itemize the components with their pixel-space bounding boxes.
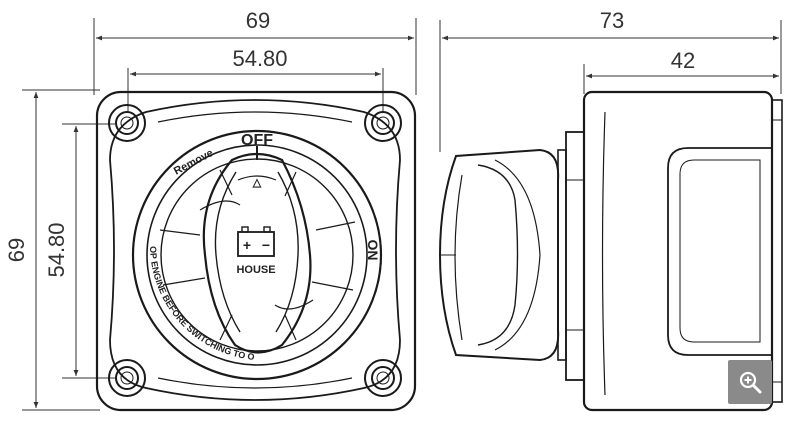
remove-label: Remove — [172, 147, 215, 178]
mounting-hole-top-left — [108, 104, 146, 142]
front-body-outline — [109, 99, 401, 401]
dimension-side-depth-total: 73 — [439, 8, 782, 152]
side-collar-outer — [557, 149, 567, 361]
dimension-front-width: 69 — [93, 8, 417, 95]
arrow-up-icon: △ — [252, 177, 262, 189]
dim-label-front-hole-spacing-h: 54.80 — [232, 46, 287, 71]
dim-label-front-width: 69 — [246, 8, 270, 33]
battery-plus-label: + — [243, 237, 251, 253]
dimension-front-height: 69 — [4, 89, 100, 411]
dim-label-front-hole-spacing-v: 54.80 — [44, 222, 69, 277]
front-base-plate — [95, 90, 417, 412]
dim-label-side-depth-total: 73 — [600, 8, 624, 33]
zoom-button[interactable] — [728, 360, 772, 404]
side-collar-inner — [565, 131, 585, 381]
dial-outer-ring — [131, 129, 383, 381]
mounting-hole-top-right — [364, 104, 402, 142]
dimension-side-body-depth: 42 — [583, 48, 782, 94]
dial-inner-ring — [146, 144, 368, 366]
side-recessed-panel — [667, 147, 773, 356]
off-label: OFF — [241, 132, 273, 149]
dimension-front-hole-spacing-v: 54.80 — [44, 123, 115, 379]
battery-icon — [237, 226, 275, 257]
battery-minus-label: − — [262, 237, 270, 253]
mounting-hole-bottom-right — [364, 359, 402, 397]
rotary-knob[interactable] — [202, 152, 312, 354]
magnifier-plus-icon — [739, 371, 762, 394]
front-view — [95, 90, 417, 412]
mounting-hole-bottom-left — [108, 359, 146, 397]
battery-name-label: HOUSE — [236, 264, 275, 276]
dim-label-front-height: 69 — [4, 238, 29, 262]
dimension-front-hole-spacing-h: 54.80 — [127, 46, 384, 112]
dim-label-side-body-depth: 42 — [671, 48, 695, 73]
on-label: ON — [365, 240, 381, 261]
side-view — [438, 90, 783, 412]
